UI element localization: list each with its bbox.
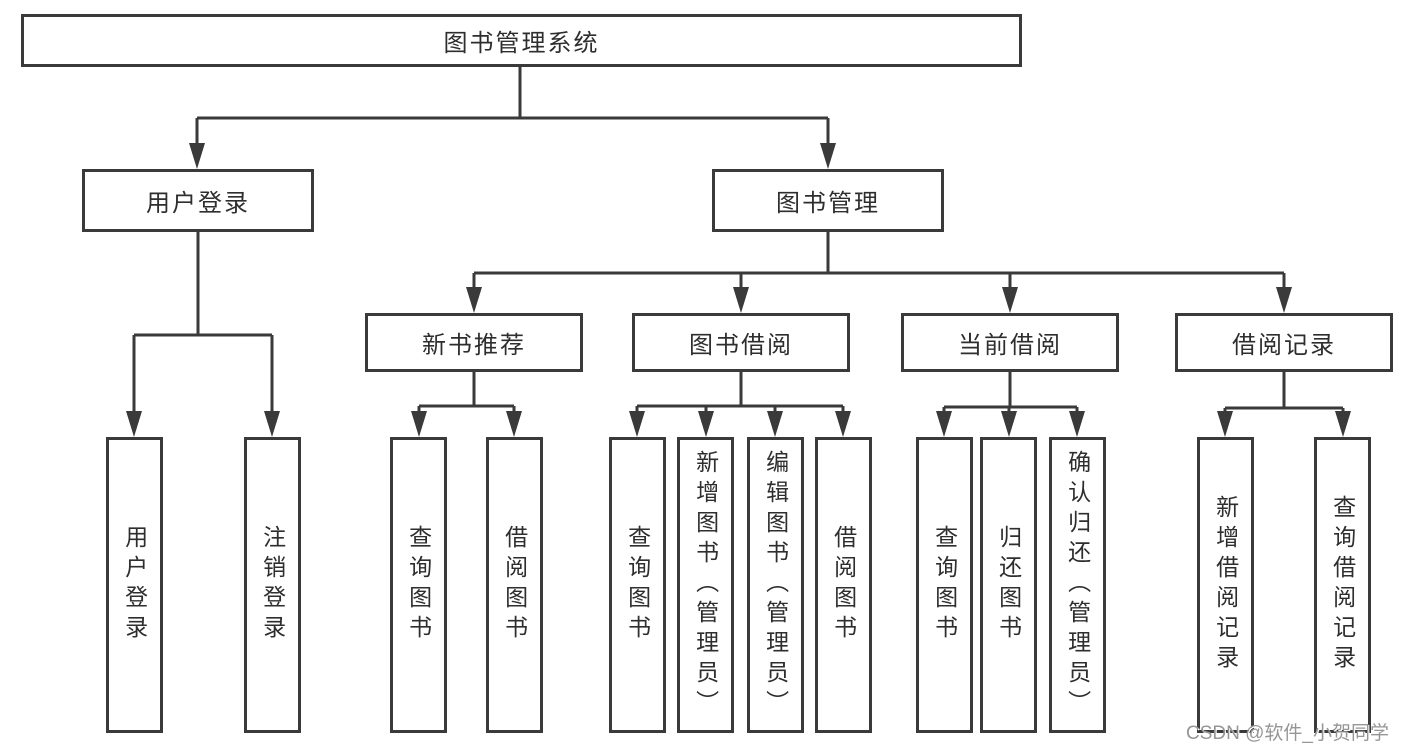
node-new-book-recommend: 新书推荐 [365, 313, 583, 372]
node-current-borrow: 当前借阅 [901, 313, 1119, 372]
leaf-user-login: 用户登录 [106, 437, 163, 733]
leaf-query-borrow-record: 查询借阅记录 [1314, 437, 1371, 733]
leaf-label: 查询图书 [931, 525, 958, 645]
leaf-label: 新增借阅记录 [1212, 495, 1239, 675]
node-book-management: 图书管理 [712, 169, 944, 232]
leaf-borrow-books: 借阅图书 [815, 437, 872, 733]
leaf-label: 查询借阅记录 [1329, 495, 1356, 675]
node-user-login: 用户登录 [82, 169, 314, 232]
node-book-borrow: 图书借阅 [632, 313, 850, 372]
leaf-label: 查询图书 [405, 525, 432, 645]
leaf-label: 确认归还（管理员） [1064, 450, 1091, 720]
leaf-label: 编辑图书（管理员） [762, 450, 789, 720]
leaf-add-borrow-record: 新增借阅记录 [1197, 437, 1254, 733]
leaf-query-books-current: 查询图书 [916, 437, 973, 733]
leaf-label: 用户登录 [121, 525, 148, 645]
leaf-label: 借阅图书 [830, 525, 857, 645]
leaf-borrow-books-recommend: 借阅图书 [486, 437, 543, 733]
leaf-label: 新增图书（管理员） [692, 450, 719, 720]
leaf-label: 查询图书 [624, 525, 651, 645]
leaf-return-books: 归还图书 [980, 437, 1037, 733]
leaf-label: 借阅图书 [501, 525, 528, 645]
node-borrow-records: 借阅记录 [1175, 313, 1393, 372]
leaf-add-books-admin: 新增图书（管理员） [677, 437, 734, 733]
leaf-query-books-borrow: 查询图书 [609, 437, 666, 733]
leaf-label: 注销登录 [259, 525, 286, 645]
leaf-label: 归还图书 [995, 525, 1022, 645]
leaf-confirm-return-admin: 确认归还（管理员） [1049, 437, 1106, 733]
leaf-logout: 注销登录 [244, 437, 301, 733]
leaf-query-books-recommend: 查询图书 [390, 437, 447, 733]
csdn-watermark: CSDN @软件_小贺同学 [1186, 723, 1389, 744]
node-root-library-system: 图书管理系统 [21, 14, 1022, 67]
leaf-edit-books-admin: 编辑图书（管理员） [747, 437, 804, 733]
